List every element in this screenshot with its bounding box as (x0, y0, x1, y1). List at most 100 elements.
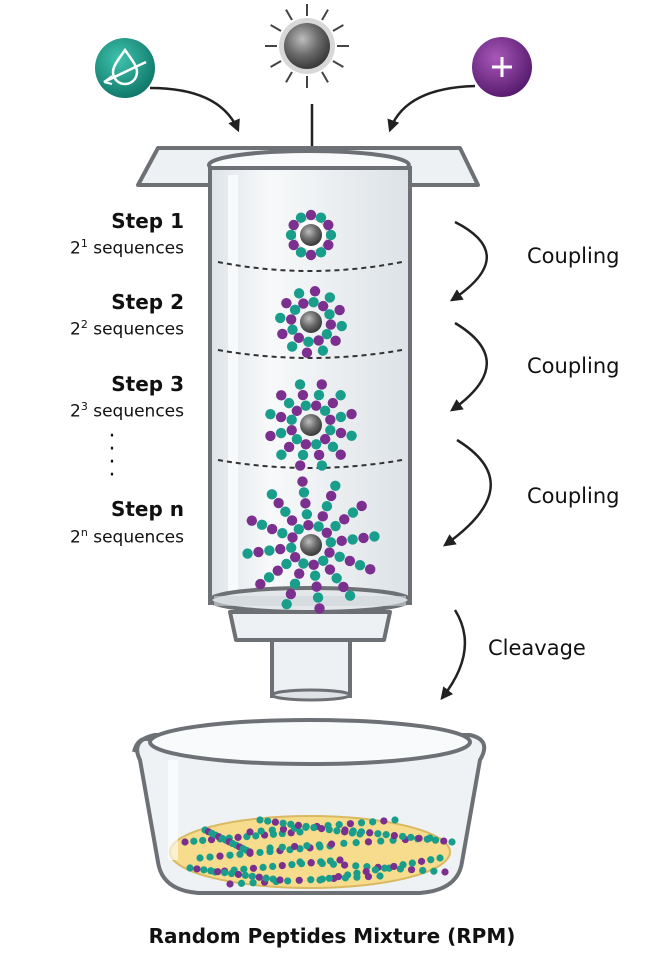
amino-acid-residue (285, 229, 297, 241)
amino-acid-residue (266, 489, 278, 500)
amino-acid-residue (221, 869, 229, 877)
step-2-title: Step 2 (111, 290, 184, 314)
amino-acid-residue (431, 836, 440, 844)
amino-acid-residue (318, 555, 329, 567)
amino-acid-residue (265, 409, 276, 420)
amino-acid-residue (312, 592, 324, 603)
amino-acid-residue (262, 874, 270, 882)
peptide-chain (266, 834, 434, 852)
amino-acid-residue (268, 826, 276, 834)
amino-acid-residue (334, 304, 345, 316)
amino-acid-residue (256, 848, 264, 857)
amino-acid-residue (310, 400, 322, 411)
amino-acid-residue (330, 335, 341, 347)
step-n-title: Step n (110, 497, 184, 521)
amino-acid-residue (246, 515, 258, 526)
amino-acid-residue (288, 861, 296, 869)
column-outlet (228, 610, 392, 702)
step-2-exponent: 2 (80, 318, 88, 331)
amino-acid-residue (430, 867, 438, 875)
bead-spike (270, 24, 282, 32)
amino-acid-residue (331, 573, 342, 584)
amino-acid-residue (308, 296, 319, 308)
amino-acid-residue (303, 519, 314, 531)
amino-acid-residue (256, 816, 264, 824)
amino-acid-residue (408, 859, 416, 867)
amino-acid-residue (415, 834, 423, 842)
amino-acid-residue (316, 379, 327, 390)
amino-acid-residue (334, 873, 343, 881)
amino-acid-residue (269, 875, 277, 883)
amino-acid-residue (291, 433, 303, 445)
amino-acid-residue (313, 521, 324, 532)
amino-acid-residue (314, 603, 325, 614)
amino-acid-residue (285, 588, 297, 600)
amino-acid-residue (336, 320, 347, 332)
amino-acid-residue (325, 826, 333, 834)
step-3-count: 23 sequences (70, 400, 184, 422)
amino-acid-residue (313, 389, 325, 401)
arrow-right-in (387, 84, 476, 133)
ellipsis-dots: ···· (108, 424, 116, 488)
amino-acid-residue (311, 439, 322, 450)
divider-3 (217, 459, 403, 469)
bead-spike (321, 71, 329, 83)
amino-acid-residue (289, 552, 301, 563)
amino-acid-residue (335, 449, 346, 460)
amino-acid-residue (252, 832, 260, 840)
amino-acid-residue (279, 825, 288, 833)
amino-acid-residue (407, 866, 416, 874)
amino-acid-residue (256, 519, 268, 531)
step-1-sequences: sequences (93, 238, 184, 259)
amino-acid-residue (427, 856, 435, 864)
amino-acid-residue (286, 341, 298, 352)
coupling-arrow-1 (449, 220, 488, 302)
amino-acid-residue (294, 568, 305, 579)
amino-acid-residue (226, 851, 234, 859)
coupling-arrow-2 (449, 321, 488, 412)
amino-acid-residue (344, 871, 352, 879)
amino-acid-residue (352, 862, 360, 870)
amino-acid-residue (280, 506, 291, 517)
amino-acid-residue (369, 818, 377, 826)
amino-acid-residue (255, 873, 263, 881)
amino-acid-residue (321, 500, 333, 512)
amino-acid-residue (330, 520, 341, 532)
amino-acid-residue (346, 430, 357, 441)
amino-acid-residue (325, 874, 333, 882)
amino-acid-residue (330, 480, 341, 492)
bead-core (284, 23, 330, 69)
amino-acid-residue (310, 823, 318, 832)
column-body (208, 166, 412, 614)
amino-acid-residue (226, 880, 234, 888)
amino-acid-residue (440, 837, 448, 845)
amino-acid-residue (271, 818, 279, 826)
resin-bead (300, 534, 322, 556)
amino-acid-residue (249, 864, 258, 872)
amino-acid-residue (357, 819, 366, 827)
peptide-bead-step-4 (242, 476, 380, 614)
amino-acid-residue (281, 598, 292, 610)
amino-acid-residue (334, 551, 345, 562)
amino-acid-residue (390, 831, 398, 840)
coupling-label-1: Coupling (527, 244, 620, 268)
amino-acid-residue (281, 297, 292, 309)
amino-acid-residue (275, 427, 287, 439)
amino-acid-residue (318, 859, 326, 868)
amino-acid-residue (286, 414, 297, 426)
amino-acid-residue (419, 866, 427, 875)
amino-acid-residue (324, 547, 335, 558)
amino-acid-residue (234, 833, 242, 841)
amino-acid-residue (371, 866, 379, 874)
amino-acid-residue (377, 837, 385, 845)
amino-acid-residue (241, 871, 249, 879)
amino-acid-residue (181, 838, 189, 846)
amino-acid-residue (264, 817, 272, 825)
amino-acid-residue (309, 286, 321, 297)
amino-acid-residue (441, 868, 449, 876)
amino-acid-residue (289, 304, 301, 316)
step-n-exponent: n (80, 526, 88, 539)
peptide-chain (256, 816, 364, 838)
amino-acid-residue (272, 565, 283, 576)
